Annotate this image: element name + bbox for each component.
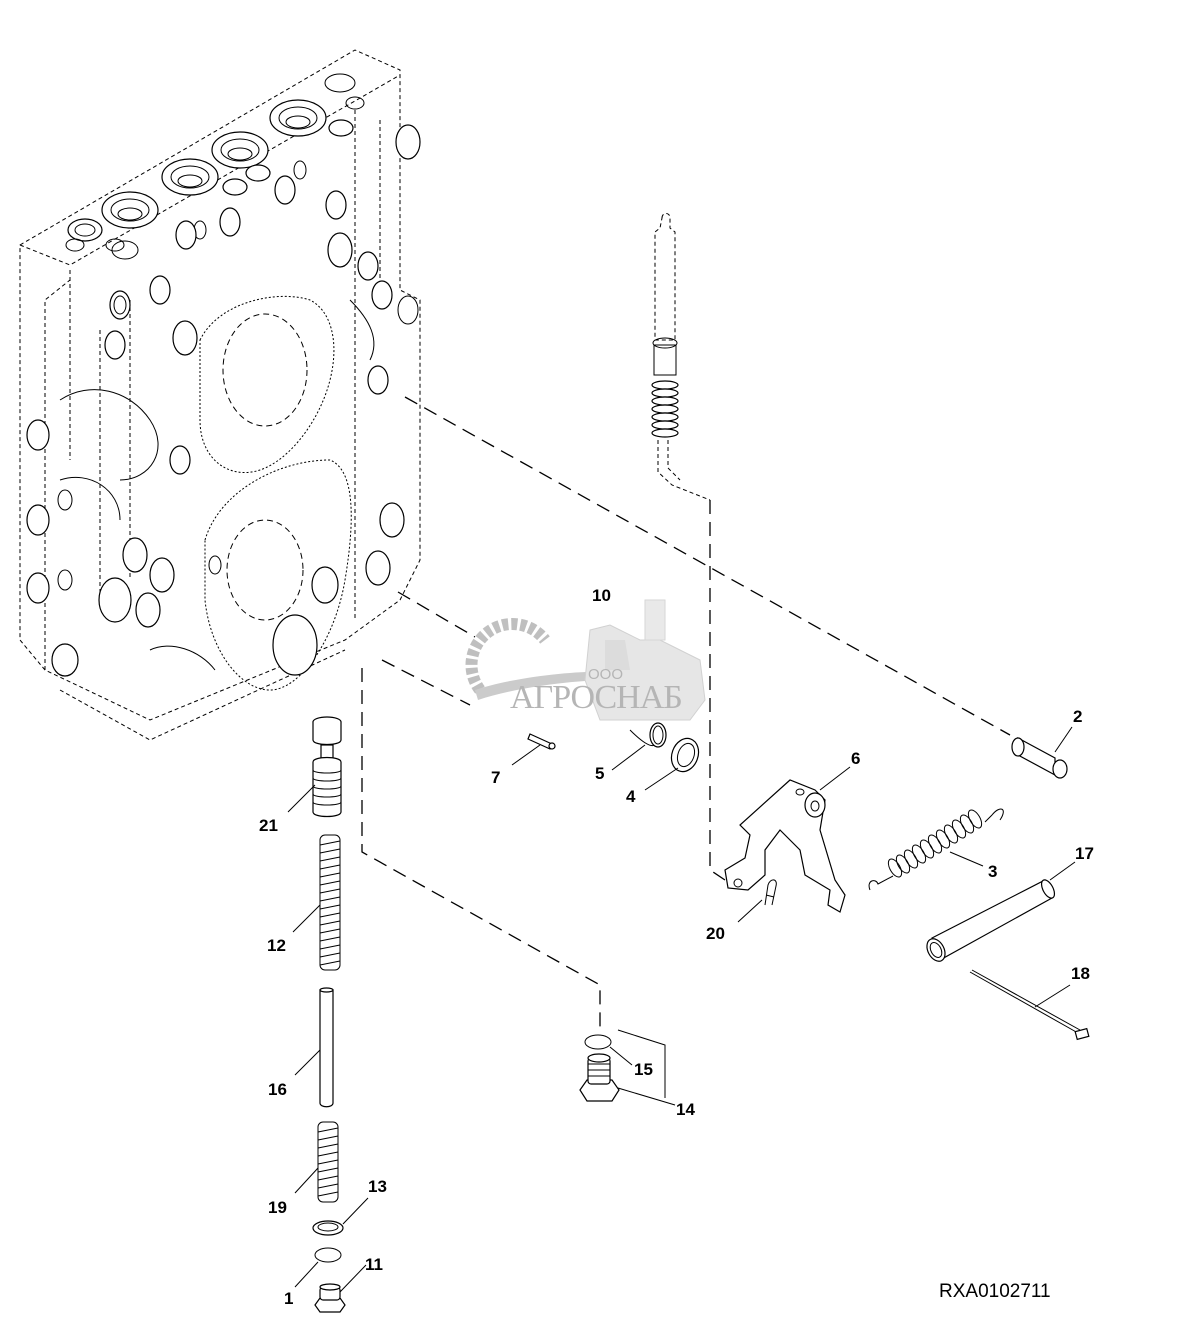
assembly-lines	[361, 396, 1011, 1030]
part-3-spring	[868, 808, 1004, 891]
part-13-washer	[312, 1197, 369, 1236]
callout-10: 10	[592, 586, 611, 605]
callout-21: 21	[259, 816, 278, 835]
part-16-rod	[294, 987, 334, 1108]
callout-19: 19	[268, 1198, 287, 1217]
spring-coils	[887, 809, 983, 878]
callout-17: 17	[1075, 844, 1094, 863]
callout-15: 15	[634, 1060, 653, 1079]
part-2-pin	[1011, 726, 1073, 779]
part-14-plug	[579, 1029, 676, 1106]
callout-1: 1	[284, 1289, 293, 1308]
callout-16: 16	[268, 1080, 287, 1099]
harvester-silhouette	[584, 599, 706, 721]
callout-labels: 1 2 3 4 5 6 7 10 11 12 13 14 15 16 17 18…	[259, 586, 1094, 1308]
callout-4: 4	[626, 787, 636, 806]
callout-14: 14	[676, 1100, 695, 1119]
callout-7: 7	[491, 768, 500, 787]
callout-3: 3	[988, 862, 997, 881]
callout-11: 11	[365, 1255, 383, 1274]
part-15-o-ring	[584, 1034, 633, 1066]
part-20-clip	[737, 879, 777, 923]
part-12-spring	[292, 834, 341, 971]
part-6-lever	[724, 766, 851, 913]
part-11-plug	[314, 1264, 367, 1313]
callout-18: 18	[1071, 964, 1090, 983]
part-7-roll-pin	[511, 733, 556, 766]
callout-5: 5	[595, 764, 604, 783]
part-21-valve-spool	[287, 716, 342, 818]
linkage-rod	[651, 213, 711, 501]
callout-20: 20	[706, 924, 725, 943]
part-17-sleeve	[926, 861, 1076, 962]
watermark-company-name: АГРОСНАБ	[510, 679, 682, 716]
rod-boot	[651, 380, 679, 438]
callout-13: 13	[368, 1177, 387, 1196]
side-ports	[26, 124, 421, 677]
watermark-logo: ООО АГРОСНАБ	[465, 599, 706, 721]
part-19-spring	[294, 1121, 339, 1203]
cover-plates	[59, 295, 375, 691]
callout-2: 2	[1073, 707, 1082, 726]
part-4-seal	[644, 737, 700, 791]
valve-housing	[19, 49, 421, 741]
part-18-cable-tie	[969, 969, 1090, 1041]
callout-12: 12	[267, 936, 286, 955]
figure-id: RXA0102711	[939, 1281, 1051, 1302]
part-1-o-ring	[294, 1247, 342, 1288]
part-5-bushing	[611, 722, 667, 771]
top-ports	[65, 73, 365, 260]
watermark-company-prefix: ООО	[588, 666, 623, 683]
callout-6: 6	[851, 749, 860, 768]
